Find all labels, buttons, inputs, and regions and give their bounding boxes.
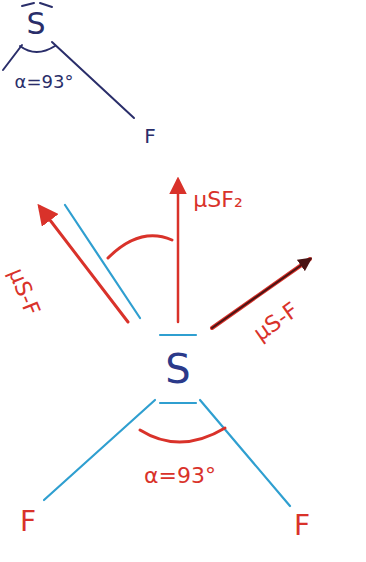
dipole-label: μSF₂ [193, 189, 242, 211]
angle-label: α=93° [15, 73, 74, 91]
bond-lines [44, 205, 290, 506]
atom-symbol: F [20, 508, 36, 536]
dipole-label: μS-F [5, 265, 44, 318]
angle-label: α=93° [144, 465, 216, 487]
dipole-label: μS-F [250, 299, 302, 345]
atom-symbol: F [294, 512, 310, 540]
dipole-arrows [40, 180, 310, 328]
atom-symbol: S [26, 9, 45, 39]
angle-arcs [108, 236, 225, 442]
atom-symbol: F [144, 126, 156, 146]
small-molecule-sketch [3, 3, 134, 118]
atom-symbol: S [165, 349, 190, 389]
